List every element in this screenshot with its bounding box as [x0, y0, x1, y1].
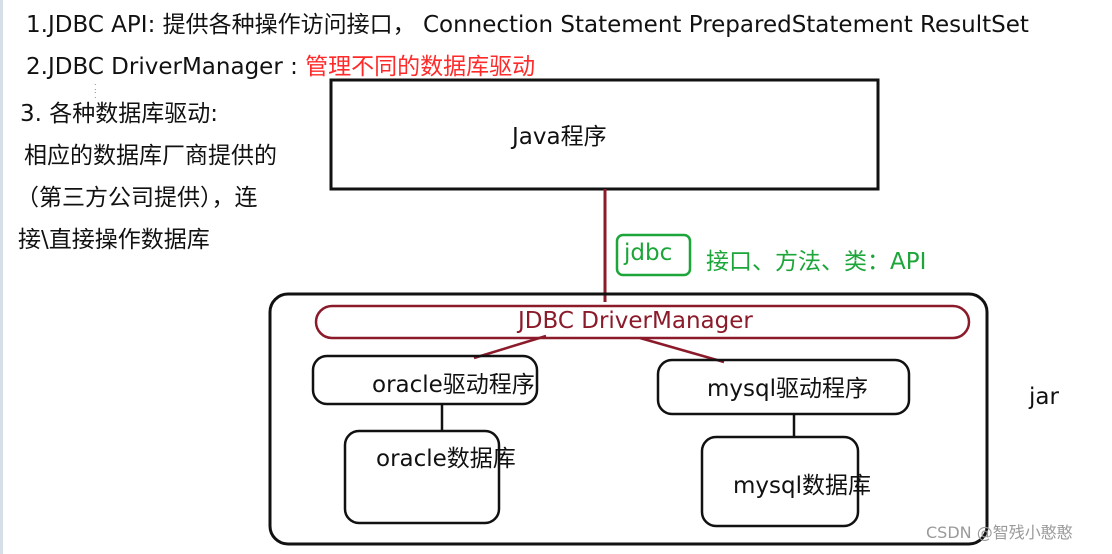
mysql-driver-label: mysql驱动程序 — [707, 376, 868, 402]
note-line-5: （第三方公司提供），连 — [16, 185, 258, 211]
left-edge-border — [0, 0, 3, 554]
mysql-db-box — [700, 435, 860, 528]
watermark: CSDN @智残小憨憨 — [926, 523, 1073, 542]
jar-label: jar — [1029, 384, 1059, 410]
manager-to-mysql-connector — [639, 336, 725, 364]
driver-manager-label: JDBC DriverManager — [518, 308, 753, 334]
oracle-db-label: oracle数据库 — [376, 446, 516, 472]
note-line-2-prefix: 2.JDBC DriverManager : — [26, 54, 298, 80]
note-line-2-highlight: 管理不同的数据库驱动 — [305, 54, 536, 80]
note-line-6: 接\直接操作数据库 — [18, 227, 210, 253]
java-program-label: Java程序 — [512, 124, 607, 150]
api-label: 接口、方法、类：API — [706, 249, 927, 275]
oracle-driver-box — [311, 354, 539, 406]
note-line-4: 相应的数据库厂商提供的 — [24, 143, 277, 169]
oracle-driver-label: oracle驱动程序 — [372, 372, 535, 398]
mysql-driver-box — [656, 358, 911, 416]
note-line-1: 1.JDBC API: 提供各种操作访问接口， Connection State… — [26, 12, 1029, 38]
note-line-2: 2.JDBC DriverManager : 管理不同的数据库驱动 — [26, 56, 535, 79]
jdbc-tag-label: jdbc — [624, 240, 673, 266]
mysql-db-label: mysql数据库 — [733, 473, 871, 499]
manager-to-oracle-connector — [473, 334, 547, 360]
cursor-dots: ⁚⁚ — [94, 83, 97, 100]
note-line-3: 3. 各种数据库驱动: — [20, 101, 219, 127]
oracle-db-box — [343, 429, 501, 525]
jar-container — [268, 292, 989, 546]
jdbc-tag-box — [615, 233, 692, 277]
